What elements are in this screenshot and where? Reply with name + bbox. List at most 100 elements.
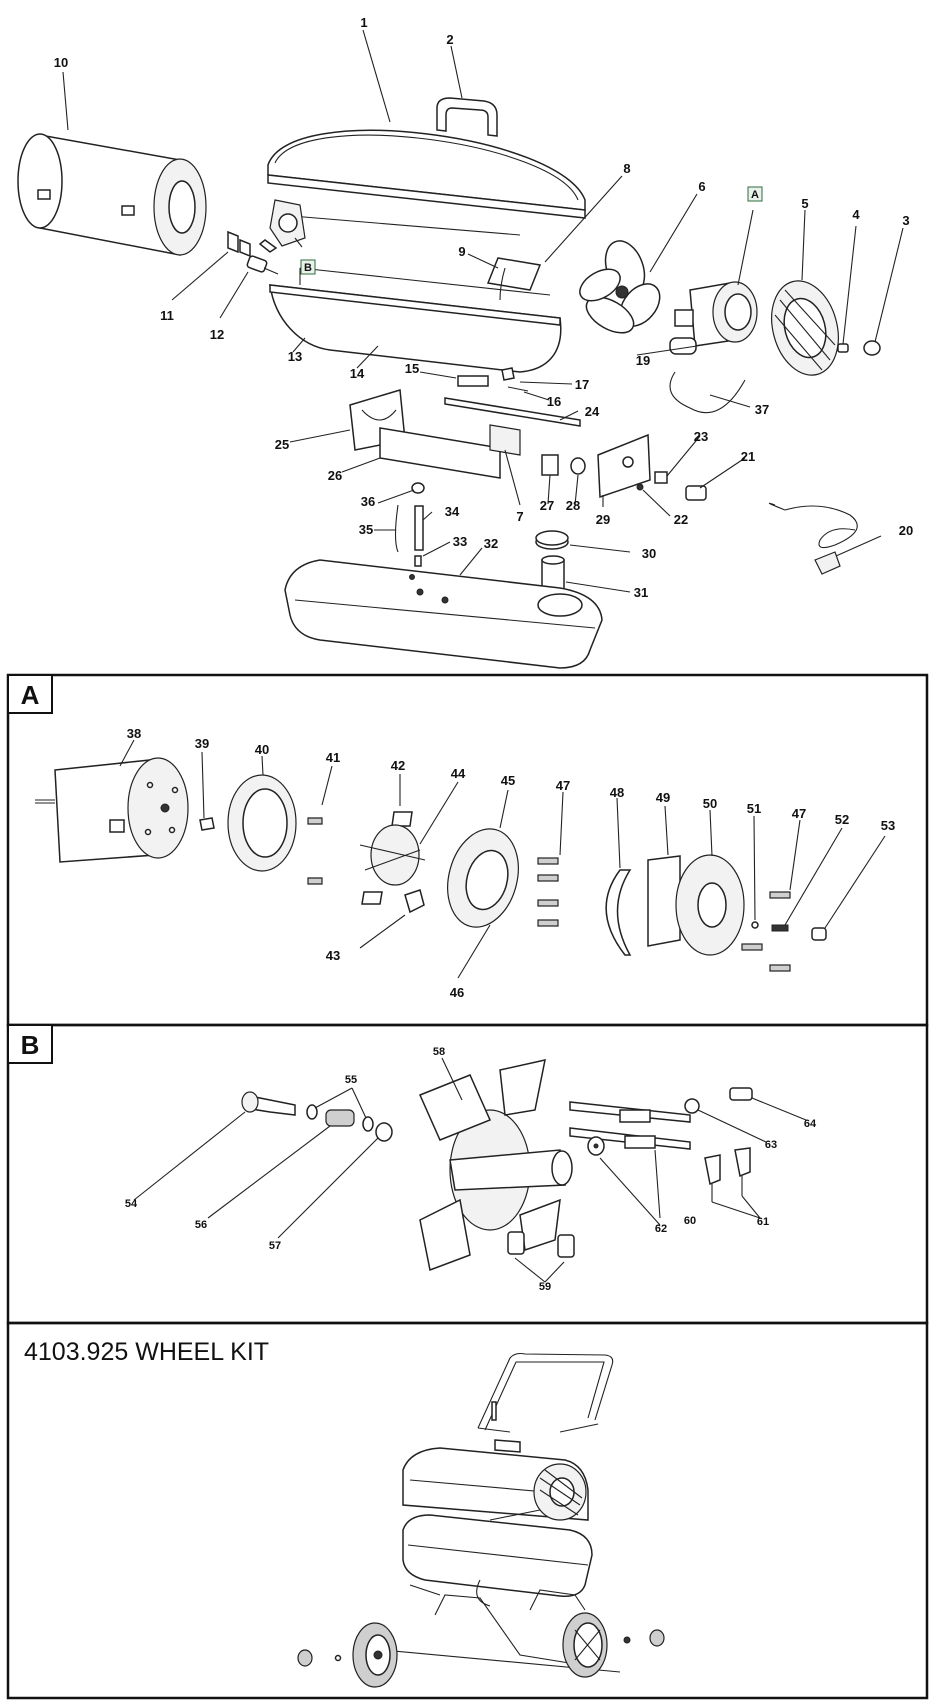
label-13: 13 [288,349,302,364]
section-a-motor-detail: A [6,673,929,1027]
part-13-lower-shell [269,267,562,373]
wheel-kit-caps [297,1629,665,1667]
part-19-capacitor [669,337,697,355]
main-part-labels: 1 2 3 4 5 6 7 8 9 10 11 12 13 14 15 16 1… [54,15,913,600]
label-34: 34 [445,504,460,519]
section-b-leader-lines [133,1057,807,1283]
label-58: 58 [433,1046,445,1058]
part-47-screw-right [769,891,791,899]
label-44: 44 [451,766,466,781]
part-4-screw [837,343,849,353]
label-8: 8 [623,161,630,176]
part-12-nozzle [246,255,279,275]
part-58-burner-head [418,1059,573,1272]
part-63-nut [684,1098,700,1114]
label-51: 51 [747,801,761,816]
part-43-fitting [404,889,425,914]
label-48: 48 [610,785,624,800]
label-54: 54 [125,1198,138,1210]
label-7: 7 [516,509,523,524]
main-leader-lines [62,29,904,593]
wheel-kit-left-wheel [352,1622,398,1688]
label-19: 19 [636,353,650,368]
label-47b: 47 [792,806,806,821]
svg-text:B: B [304,262,312,274]
label-35: 35 [359,522,373,537]
part-11-bracket [227,230,251,258]
label-10: 10 [54,55,68,70]
label-56: 56 [195,1219,207,1231]
label-43: 43 [326,948,340,963]
callout-tag-b: B [300,259,316,275]
part-51-o-ring [751,921,759,929]
part-32-fuel-tank [284,559,603,669]
part-39-key [199,817,215,831]
label-38: 38 [127,726,141,741]
part-47-screws [537,857,559,927]
label-9: 9 [458,244,465,259]
label-4: 4 [852,207,860,222]
label-33: 33 [453,534,467,549]
section-wheel-kit: 4103.925 WHEEL KIT [6,1321,929,1700]
part-33-pickup [414,555,422,567]
part-49-filter [647,855,681,947]
part-30-fuel-cap [535,530,569,550]
motor-assembly-a [674,281,758,347]
label-45: 45 [501,773,515,788]
section-a-labels: 38 39 40 41 42 43 44 45 46 47 48 49 50 5… [127,726,895,1000]
label-47: 47 [556,778,570,793]
label-11: 11 [160,308,174,323]
label-22: 22 [674,512,688,527]
label-28: 28 [566,498,580,513]
part-35-tube [394,504,399,553]
section-a-leader-lines [119,739,886,979]
part-53-plug [811,927,827,941]
part-screws-cover [741,943,791,972]
part-44-rotor [359,824,426,886]
label-5: 5 [801,196,808,211]
part-17-clip [501,367,515,381]
part-7-ignition-transformer [489,424,521,456]
label-16: 16 [547,394,561,409]
part-36-cap [411,482,425,494]
part-15-terminal [457,375,489,387]
label-52: 52 [835,812,849,827]
part-28-bushing [570,457,586,475]
label-14: 14 [350,366,365,381]
label-30: 30 [642,546,656,561]
part-64-fitting [729,1087,753,1101]
part-22-grommet [636,483,644,491]
callout-tag-a: A [747,186,763,202]
part-26-control-plate [379,427,501,479]
label-62: 62 [655,1223,667,1235]
part-27-switch [541,454,559,476]
part-48-gasket [605,869,632,956]
label-29: 29 [596,512,610,527]
label-24: 24 [585,404,600,419]
label-40: 40 [255,742,269,757]
part-3-knob [863,340,881,356]
part-10-combustion-chamber [17,133,207,256]
label-46: 46 [450,985,464,1000]
part-52-spring [771,924,789,932]
label-57: 57 [269,1240,281,1252]
wheel-kit-right-wheel [562,1612,608,1678]
label-20: 20 [899,523,913,538]
part-6-fan-blade [579,240,661,334]
part-55-washers [306,1104,374,1132]
section-b-labels: 54 55 56 57 58 59 60 61 62 63 64 [125,1046,817,1293]
label-1: 1 [360,15,367,30]
part-61-electrode-caps [704,1147,751,1202]
part-56-filter [325,1109,355,1127]
label-12: 12 [210,327,224,342]
label-63: 63 [765,1139,777,1151]
part-60-electrodes [569,1101,691,1150]
part-45-pump-body [447,828,519,928]
label-25: 25 [275,437,289,452]
part-20-power-cord [768,502,858,575]
label-61: 61 [757,1216,769,1228]
label-59: 59 [539,1281,551,1293]
part-16-spring [507,386,529,392]
label-32: 32 [484,536,498,551]
